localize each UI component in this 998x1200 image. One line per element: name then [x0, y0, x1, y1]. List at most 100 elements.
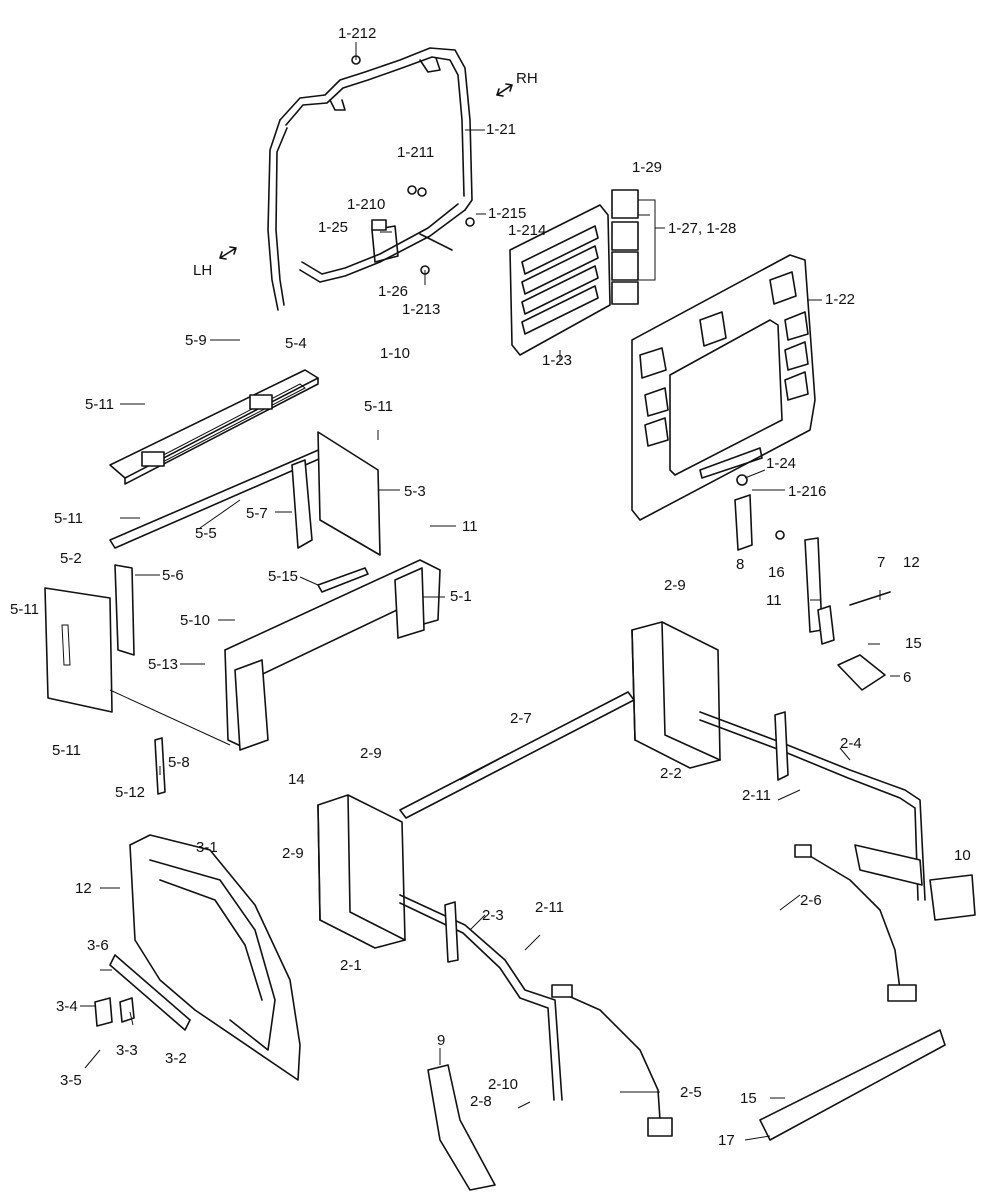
- bracket-10: [929, 874, 976, 921]
- cover-5-2: [44, 587, 113, 713]
- label-2-9-c: 2-9: [282, 845, 304, 862]
- label-5-11-e: 5-11: [52, 742, 81, 759]
- screw-1-213: [420, 265, 430, 285]
- label-5-4: 5-4: [285, 335, 307, 352]
- label-17: 17: [718, 1132, 735, 1149]
- cable-2-5: [554, 989, 661, 1121]
- rod-1-214: [419, 233, 453, 251]
- label-5-7: 5-7: [246, 505, 268, 522]
- label-15-a: 15: [905, 635, 922, 652]
- rod-5-15: [317, 567, 369, 593]
- arm-2-4: [699, 711, 926, 901]
- latch-11: [804, 537, 835, 645]
- label-2-8: 2-8: [470, 1093, 492, 1110]
- pin-7: [849, 591, 891, 606]
- label-1-24: 1-24: [766, 455, 796, 472]
- label-2-7: 2-7: [510, 710, 532, 727]
- label-1-215: 1-215: [488, 205, 526, 222]
- bracket-2-2: [631, 621, 721, 769]
- label-2-9-b: 2-9: [360, 745, 382, 762]
- label-5-11-c: 5-11: [54, 510, 83, 527]
- label-16: 16: [768, 564, 785, 581]
- latch-8: [734, 474, 785, 551]
- label-5-12: 5-12: [115, 784, 145, 801]
- label-5-10: 5-10: [180, 612, 210, 629]
- label-3-4: 3-4: [56, 998, 78, 1015]
- label-8: 8: [736, 556, 744, 573]
- nut-1-215: [465, 217, 475, 227]
- bracket-5-6: [114, 564, 135, 656]
- label-2-10: 2-10: [488, 1076, 518, 1093]
- label-11-b: 11: [766, 592, 782, 609]
- label-1-213: 1-213: [402, 301, 440, 318]
- label-2-11-b: 2-11: [535, 899, 564, 916]
- bracket-5-7: [291, 459, 313, 549]
- label-12-b: 12: [75, 880, 92, 897]
- bracket-1-25: [371, 219, 387, 231]
- label-6: 6: [903, 669, 911, 686]
- label-2-4: 2-4: [840, 735, 862, 752]
- label-5-1: 5-1: [450, 588, 472, 605]
- label-1-214: 1-214: [508, 222, 546, 239]
- label-12-a: 12: [903, 554, 920, 571]
- shaft-2-7: [399, 691, 635, 819]
- label-5-5: 5-5: [195, 525, 217, 542]
- lh-arrow: [219, 246, 237, 260]
- label-2-1: 2-1: [340, 957, 362, 974]
- label-7: 7: [877, 554, 885, 571]
- label-15-b: 15: [740, 1090, 757, 1107]
- label-5-8: 5-8: [168, 754, 190, 771]
- label-2-2: 2-2: [660, 765, 682, 782]
- label-lh: LH: [193, 262, 212, 279]
- panel-1-22: [631, 254, 816, 521]
- label-5-13: 5-13: [148, 656, 178, 673]
- frame-1-21: [267, 47, 473, 311]
- label-1-210: 1-210: [347, 196, 385, 213]
- label-1-22: 1-22: [825, 291, 855, 308]
- label-2-5: 2-5: [680, 1084, 702, 1101]
- link-6: [837, 654, 886, 691]
- label-5-2: 5-2: [60, 550, 82, 567]
- bracket-3-4: [94, 997, 113, 1027]
- label-10: 10: [954, 847, 971, 864]
- label-1-21: 1-21: [486, 121, 516, 138]
- label-1-25: 1-25: [318, 219, 348, 236]
- label-1-23: 1-23: [542, 352, 572, 369]
- label-5-6: 5-6: [162, 567, 184, 584]
- label-3-6: 3-6: [87, 937, 109, 954]
- label-2-3: 2-3: [482, 907, 504, 924]
- plate-5-3: [317, 431, 381, 556]
- grille-1-23: [509, 204, 611, 356]
- label-3-5: 3-5: [60, 1072, 82, 1089]
- pads-1-27-1-28: [611, 189, 665, 305]
- bolt-1-212: [351, 42, 361, 65]
- label-1-212: 1-212: [338, 25, 376, 42]
- label-2-6: 2-6: [800, 892, 822, 909]
- fender-3-1: [129, 834, 301, 1081]
- cable-2-6: [799, 849, 901, 991]
- rh-arrow: [496, 83, 513, 97]
- rail-17: [759, 1029, 946, 1141]
- label-5-11-d: 5-11: [10, 601, 39, 618]
- label-1-29: 1-29: [632, 159, 662, 176]
- label-rh: RH: [516, 70, 538, 87]
- label-14: 14: [288, 771, 305, 788]
- label-11-a: 11: [462, 518, 478, 535]
- label-5-15: 5-15: [268, 568, 298, 585]
- shelf-5-4: [109, 369, 319, 485]
- bracket-3-2: [109, 954, 191, 1031]
- label-5-9: 5-9: [185, 332, 207, 349]
- label-5-11-a: 5-11: [85, 396, 114, 413]
- label-1-216: 1-216: [788, 483, 826, 500]
- label-1-26: 1-26: [378, 283, 408, 300]
- label-2-9-a: 2-9: [664, 577, 686, 594]
- bolt-1-210: [407, 185, 427, 197]
- label-2-11-a: 2-11: [742, 787, 771, 804]
- label-5-3: 5-3: [404, 483, 426, 500]
- bracket-2-1: [317, 794, 406, 949]
- label-1-211: 1-211: [397, 144, 434, 161]
